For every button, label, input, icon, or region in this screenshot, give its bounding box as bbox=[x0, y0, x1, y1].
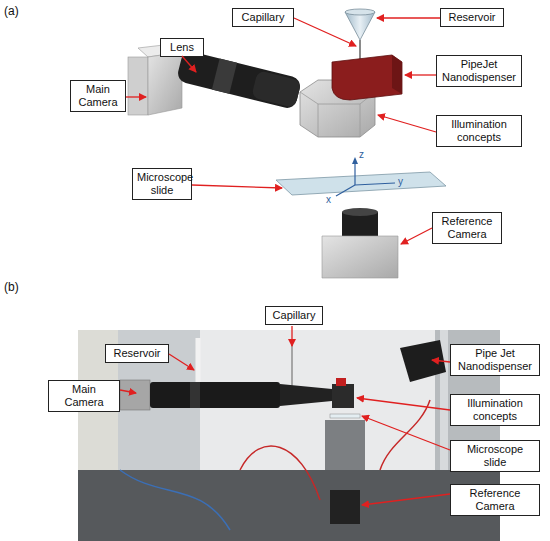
camera-side bbox=[128, 57, 148, 115]
part-label-box: Main Camera bbox=[48, 380, 120, 412]
illumination-edge bbox=[318, 104, 319, 137]
part-label-box: Lens bbox=[160, 38, 204, 57]
part-label-text: Main Camera bbox=[53, 383, 115, 409]
z-axis bbox=[354, 161, 355, 185]
part-label-box: PipeJet Nanodispenser bbox=[436, 55, 522, 87]
photo-reference-camera bbox=[330, 490, 360, 524]
y-axis bbox=[355, 183, 395, 185]
photo-pipejet bbox=[400, 340, 446, 382]
part-label-text: Microscope slide bbox=[137, 171, 187, 197]
lens-tip bbox=[251, 70, 301, 108]
illumination-edge bbox=[360, 104, 361, 137]
photo-cable bbox=[120, 470, 230, 530]
part-label-box: Reference Camera bbox=[432, 212, 502, 244]
part-label-text: Microscope slide bbox=[455, 443, 535, 469]
photo-illumination bbox=[332, 384, 354, 408]
leader-arrow bbox=[294, 18, 356, 46]
photo-bench bbox=[78, 470, 500, 541]
leader-arrow bbox=[405, 74, 436, 75]
photo-reservoir bbox=[196, 338, 201, 384]
leader-arrow bbox=[401, 228, 432, 244]
photo-capillary bbox=[291, 340, 293, 386]
reference-lens-top bbox=[342, 208, 378, 216]
reservoir-cone bbox=[345, 12, 375, 40]
part-label-box: Illumination concepts bbox=[436, 115, 522, 147]
part-label-text: Illumination concepts bbox=[441, 118, 517, 144]
part-label-text: Pipe Jet Nanodispenser bbox=[455, 347, 535, 373]
axis-head bbox=[352, 157, 358, 164]
leader-arrow bbox=[291, 326, 292, 346]
part-label-box: Microscope slide bbox=[132, 168, 192, 200]
photo-cable bbox=[380, 400, 430, 470]
part-label-box: Main Camera bbox=[70, 80, 126, 112]
panel-label: (a) bbox=[4, 4, 19, 18]
axis-label: x bbox=[326, 194, 331, 205]
part-label-box: Capillary bbox=[265, 306, 323, 325]
leader-arrow bbox=[126, 96, 146, 97]
lens-ring bbox=[212, 58, 237, 93]
part-label-text: Illumination concepts bbox=[455, 397, 535, 423]
part-label-text: Lens bbox=[165, 41, 199, 54]
pipejet-block bbox=[332, 55, 402, 100]
photo-stage bbox=[325, 420, 365, 470]
leader-arrow bbox=[357, 398, 450, 410]
leader-arrow bbox=[120, 390, 136, 393]
leader-arrow bbox=[362, 494, 450, 505]
part-label-text: Reservoir bbox=[110, 347, 164, 360]
part-label-text: Capillary bbox=[237, 11, 289, 24]
leader-arrow bbox=[362, 416, 450, 450]
camera-front bbox=[148, 52, 182, 115]
photo-main-camera bbox=[120, 380, 150, 410]
photo-lens-ring bbox=[190, 382, 200, 408]
reservoir-rim bbox=[345, 9, 375, 15]
leader-arrow bbox=[378, 115, 436, 132]
lens-cylinder bbox=[176, 49, 302, 110]
axis-label: y bbox=[398, 176, 403, 187]
part-label-box: Pipe Jet Nanodispenser bbox=[450, 344, 540, 376]
leader-arrow bbox=[377, 17, 440, 18]
part-label-text: Reference Camera bbox=[437, 215, 497, 241]
part-label-text: Reservoir bbox=[445, 11, 499, 24]
leader-arrow bbox=[432, 360, 450, 362]
photo-lens bbox=[150, 382, 280, 408]
microscope-slide bbox=[276, 172, 446, 195]
part-label-text: Reference Camera bbox=[455, 487, 535, 513]
reference-camera-body bbox=[322, 236, 398, 278]
photo-red-part bbox=[336, 378, 346, 386]
leader-arrow bbox=[192, 185, 282, 188]
part-label-box: Reservoir bbox=[440, 8, 504, 27]
part-label-box: Capillary bbox=[232, 8, 294, 27]
photo-background bbox=[78, 330, 500, 541]
photo-slide bbox=[330, 414, 360, 418]
axis-label: z bbox=[359, 149, 364, 160]
part-label-box: Microscope slide bbox=[450, 440, 540, 472]
part-label-text: PipeJet Nanodispenser bbox=[441, 58, 517, 84]
part-label-box: Reservoir bbox=[105, 344, 169, 363]
leader-arrow bbox=[169, 354, 194, 370]
pipejet-side bbox=[392, 55, 402, 94]
part-label-box: Illumination concepts bbox=[450, 394, 540, 426]
part-label-box: Reference Camera bbox=[450, 484, 540, 516]
photo-lens-tip bbox=[280, 384, 332, 406]
x-axis bbox=[336, 185, 355, 196]
part-label-text: Main Camera bbox=[75, 83, 121, 109]
leader-arrow bbox=[182, 56, 196, 72]
part-label-text: Capillary bbox=[270, 309, 318, 322]
panel-label: (b) bbox=[4, 280, 19, 294]
lens-body bbox=[176, 49, 302, 110]
photo-cable bbox=[240, 446, 320, 500]
